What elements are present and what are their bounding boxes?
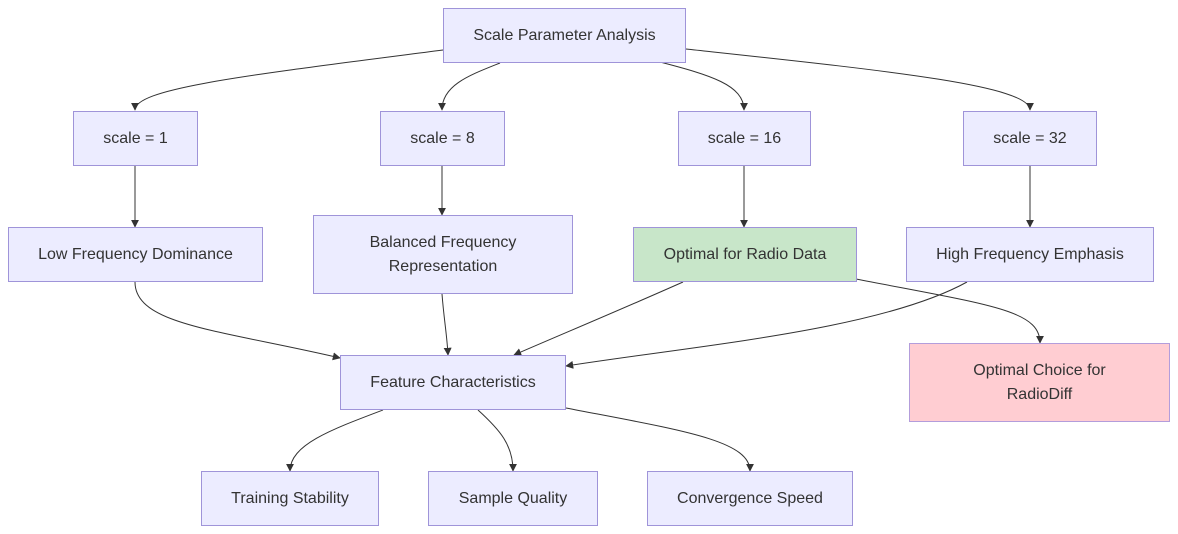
node-label-line-2: RadioDiff	[1006, 385, 1073, 403]
node-feature-characteristics: Feature Characteristics	[340, 355, 566, 410]
node-label: scale = 1	[103, 129, 168, 147]
node-scale-16: scale = 16	[678, 111, 811, 166]
node-optimal-for-radio-data: Optimal for Radio Data	[633, 227, 857, 282]
node-label: Scale Parameter Analysis	[473, 26, 656, 44]
edge-features-convergence	[565, 407, 754, 472]
node-label: Sample Quality	[458, 489, 568, 507]
node-label-line-1: Balanced Frequency	[369, 233, 517, 251]
node-scale-parameter-analysis: Scale Parameter Analysis	[443, 8, 686, 63]
edge-balanced-features	[441, 293, 452, 356]
edge-features-sample	[477, 409, 517, 472]
node-high-frequency-emphasis: High Frequency Emphasis	[906, 227, 1154, 282]
node-optimal-choice-radiodiff: Optimal Choice for RadioDiff	[909, 343, 1170, 422]
edge-low-features	[134, 281, 341, 361]
edge-optimal-features	[513, 281, 684, 356]
edge-optimal-radiodiff	[855, 278, 1044, 344]
node-label: Feature Characteristics	[370, 373, 536, 391]
edge-root-scale32	[685, 48, 1034, 111]
node-label: scale = 16	[707, 129, 782, 147]
node-label: scale = 32	[993, 129, 1067, 147]
edge-root-scale16	[659, 61, 748, 111]
node-label: Convergence Speed	[677, 489, 823, 507]
node-scale-1: scale = 1	[73, 111, 198, 166]
node-label: Training Stability	[231, 489, 349, 507]
edge-features-training	[286, 409, 384, 472]
node-training-stability: Training Stability	[201, 471, 379, 526]
node-convergence-speed: Convergence Speed	[647, 471, 853, 526]
node-label-line-2: Representation	[388, 257, 498, 275]
node-label: scale = 8	[410, 129, 475, 147]
node-scale-32: scale = 32	[963, 111, 1097, 166]
node-scale-8: scale = 8	[380, 111, 505, 166]
node-label: Low Frequency Dominance	[38, 245, 233, 263]
node-low-frequency-dominance: Low Frequency Dominance	[8, 227, 263, 282]
node-label: High Frequency Emphasis	[936, 245, 1124, 263]
node-balanced-frequency-representation: Balanced Frequency Representation	[313, 215, 573, 294]
edge-high-features	[565, 281, 968, 369]
node-label-line-1: Optimal Choice for	[973, 361, 1106, 379]
node-sample-quality: Sample Quality	[428, 471, 598, 526]
edge-root-scale1	[131, 49, 444, 111]
node-label: Optimal for Radio Data	[663, 245, 827, 263]
edge-root-scale8	[438, 62, 501, 111]
